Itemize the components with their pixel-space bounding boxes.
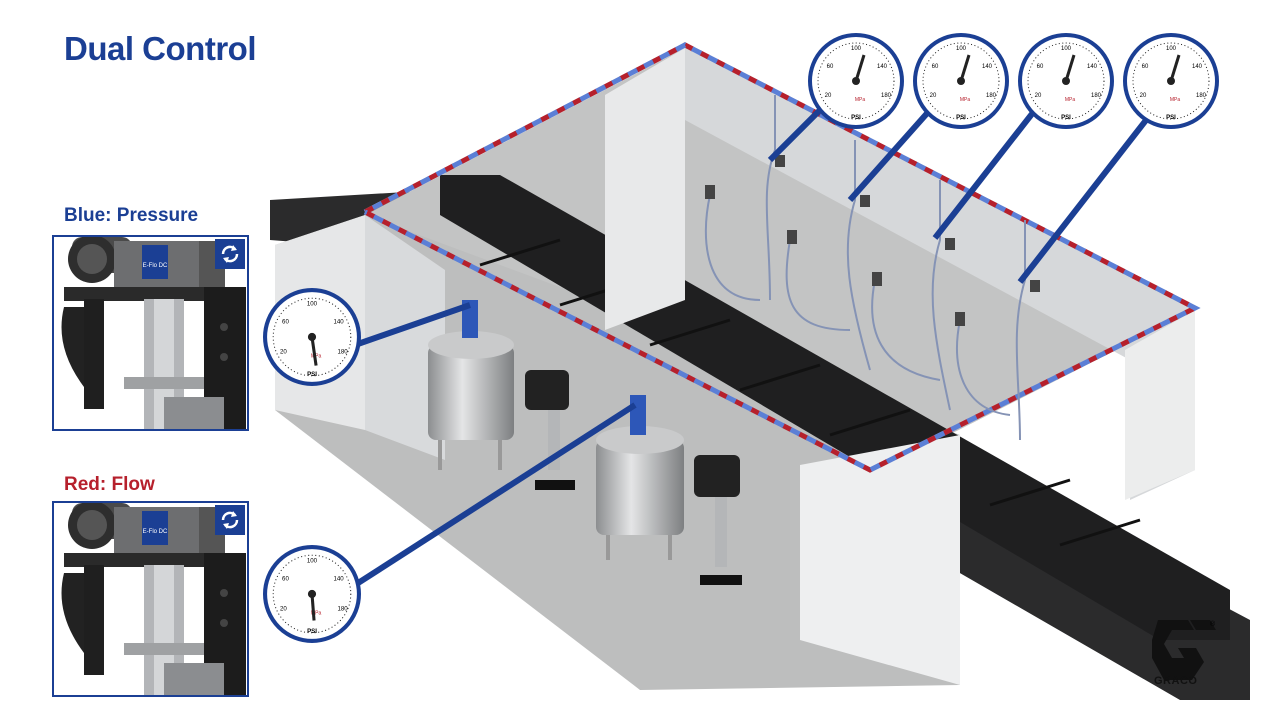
gauge-tick: 180 (338, 348, 349, 355)
gauge-mpa: MPa (960, 97, 971, 103)
gauge-mpa: MPa (1170, 97, 1181, 103)
spray-guns (705, 155, 1040, 326)
gauge-tick: 100 (1166, 46, 1177, 52)
page-title: Dual Control (64, 30, 256, 67)
gauge-tick: 180 (986, 93, 997, 99)
gauge-tick: 60 (282, 576, 289, 583)
gauge-tick: 140 (1192, 64, 1203, 70)
gauge-tick: 60 (1142, 64, 1149, 70)
gauge-tick: 140 (333, 576, 344, 583)
gauge-tick: 20 (280, 348, 287, 355)
front-wall-right (800, 435, 960, 685)
pressure-gauge-icon: 100 60 140 20 180 MPa PSI (913, 33, 1009, 129)
gauge-tick: 140 (333, 319, 344, 326)
gauge-tick: 100 (851, 46, 862, 52)
end-wall (1125, 310, 1195, 500)
gauge-tick: 20 (1140, 93, 1147, 99)
gauge-mpa: MPa (1065, 97, 1076, 103)
gauge-tick: 180 (1196, 93, 1207, 99)
gauge-callout-lines (353, 107, 1153, 588)
conveyor-ties (479, 238, 1141, 547)
pressure-legend-label: Blue: Pressure (64, 205, 199, 226)
mixing-tank-1 (428, 300, 514, 470)
gauge-unit: PSI (1166, 115, 1176, 121)
pump-illustration: E-Flo DC (54, 237, 247, 429)
gauge-tick: 100 (307, 557, 318, 564)
cycle-arrows-icon (221, 245, 239, 263)
registered-mark: ® (1210, 620, 1216, 628)
gauge-tick: 180 (881, 93, 892, 99)
hoses (704, 95, 1026, 441)
pump-display-text: E-Flo DC (143, 529, 168, 535)
conveyor-beam (440, 175, 1230, 640)
conveyor-rail (270, 190, 1250, 700)
gauge-tick: 60 (282, 319, 289, 326)
gauge-tick: 140 (982, 64, 993, 70)
gauge-tick: 100 (1061, 46, 1072, 52)
gauge-tick: 140 (877, 64, 888, 70)
pressure-gauge-icon: 100 60 140 20 180 MPa PSI (808, 33, 904, 129)
flow-legend-label: Red: Flow (64, 474, 155, 495)
gauge-unit: PSI (1061, 115, 1071, 121)
gauge-mpa: MPa (855, 97, 866, 103)
gauge-tick: 60 (1037, 64, 1044, 70)
gauge-unit: PSI (851, 115, 861, 121)
gauge-tick: 60 (827, 64, 834, 70)
pressure-pump-panel: E-Flo DC (52, 235, 249, 431)
graco-wordmark: GRACO (1154, 675, 1198, 687)
pump-display-text: E-Flo DC (143, 263, 168, 269)
gauge-tick: 140 (1087, 64, 1098, 70)
flow-pump-panel: E-Flo DC (52, 501, 249, 697)
gauge-tick: 180 (338, 605, 349, 612)
pressure-gauge-icon: 100 60 140 20 180 MPa PSI (1123, 33, 1219, 129)
gauge-tick: 20 (825, 93, 832, 99)
gauge-mpa: MPa (311, 610, 322, 616)
cycle-toggle-button[interactable] (215, 239, 245, 269)
graco-logo-icon: ® (1152, 620, 1216, 680)
pump-1 (525, 370, 575, 490)
cycle-toggle-button[interactable] (215, 505, 245, 535)
pressure-gauge-icon: 100 60 140 20 180 MPa PSI (1018, 33, 1114, 129)
pressure-gauge-icon: 100 60 140 20 180 MPa PSI (263, 545, 361, 643)
back-wall-left (605, 48, 685, 330)
gauge-unit: PSI (956, 115, 966, 121)
gauge-tick: 100 (956, 46, 967, 52)
pressure-gauge-icon: 100 60 140 20 180 MPa PSI (263, 288, 361, 386)
lower-floor (275, 215, 960, 690)
gauge-tick: 20 (930, 93, 937, 99)
pump-2 (694, 455, 742, 585)
pump-illustration: E-Flo DC (54, 503, 247, 695)
inner-wall (365, 215, 445, 460)
gauge-tick: 60 (932, 64, 939, 70)
cycle-arrows-icon (221, 511, 239, 529)
gauge-tick: 20 (280, 605, 287, 612)
mixing-tank-2 (596, 395, 684, 560)
gauge-unit: PSI (307, 371, 317, 378)
gauge-tick: 100 (307, 300, 318, 307)
gauge-unit: PSI (307, 628, 317, 635)
gauge-tick: 20 (1035, 93, 1042, 99)
gauge-tick: 180 (1091, 93, 1102, 99)
